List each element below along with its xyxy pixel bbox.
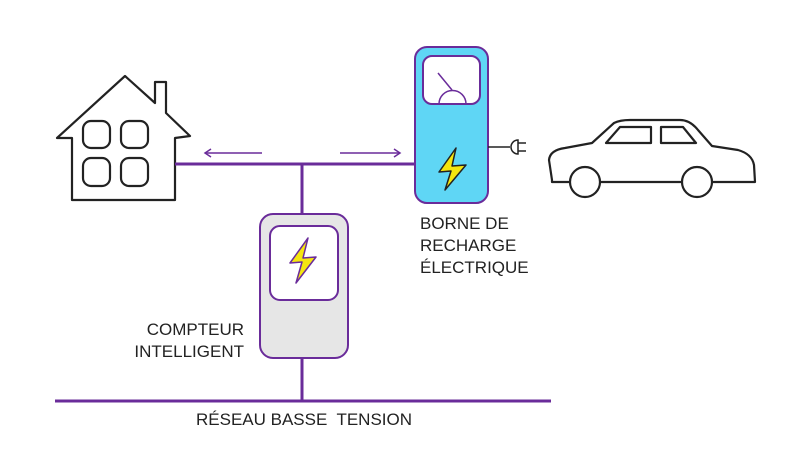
plug-icon xyxy=(488,139,526,155)
charger-label: BORNE DE RECHARGE ÉLECTRIQUE xyxy=(420,214,529,277)
wires xyxy=(55,162,551,403)
meter-label: COMPTEUR INTELLIGENT xyxy=(134,320,244,361)
charger-label-line: ÉLECTRIQUE xyxy=(420,258,529,277)
lightning-bolt-icon xyxy=(289,237,317,284)
charger-label-line: BORNE DE xyxy=(420,214,509,233)
house-icon xyxy=(55,74,192,202)
lightning-bolt-icon xyxy=(438,147,467,191)
car-icon xyxy=(547,118,757,199)
charger-label-line: RECHARGE xyxy=(420,236,516,255)
charging-station xyxy=(414,46,526,204)
arrow-left-icon xyxy=(203,148,262,158)
arrow-right-icon xyxy=(340,148,402,158)
smart-meter xyxy=(259,213,349,359)
grid-label: RÉSEAU BASSE TENSION xyxy=(196,410,412,429)
meter-label-line: COMPTEUR xyxy=(147,320,244,339)
gauge-icon xyxy=(422,55,481,105)
meter-label-line: INTELLIGENT xyxy=(134,342,244,361)
